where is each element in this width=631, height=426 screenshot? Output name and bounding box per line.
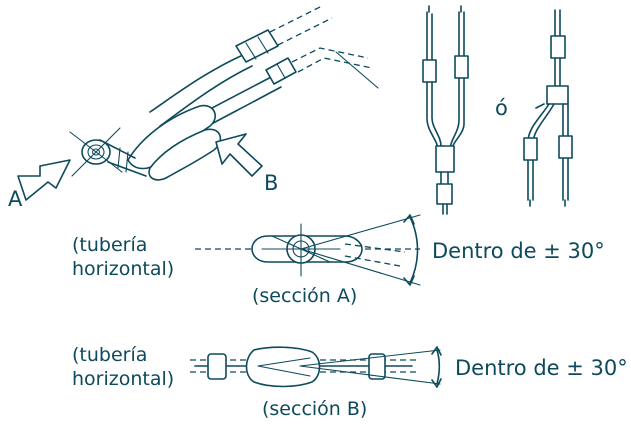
section-a-diagram	[195, 214, 421, 286]
branch-pipe-vertical-2	[523, 9, 573, 207]
section-b-pipe-label-line2: horizontal)	[72, 368, 175, 390]
section-a-angle-text: Dentro de ± 30°	[432, 239, 605, 263]
section-a-caption: (sección A)	[252, 285, 358, 307]
section-a-pipe-label-line1: (tubería	[72, 234, 148, 256]
section-b-pipe-label-line1: (tubería	[72, 344, 148, 366]
branch-pipe-vertical-1	[422, 5, 469, 215]
section-a-pipe-label-line2: horizontal)	[72, 258, 175, 280]
label-a: A	[8, 187, 23, 211]
section-b-angle-text: Dentro de ± 30°	[455, 356, 628, 380]
arrow-a-icon	[17, 159, 71, 201]
section-b-caption: (sección B)	[262, 398, 368, 420]
label-b: B	[264, 171, 279, 195]
section-b-diagram	[190, 346, 442, 388]
arrow-b-icon	[215, 133, 263, 177]
branch-pipe-perspective	[69, 5, 379, 181]
label-or: ó	[495, 96, 508, 120]
